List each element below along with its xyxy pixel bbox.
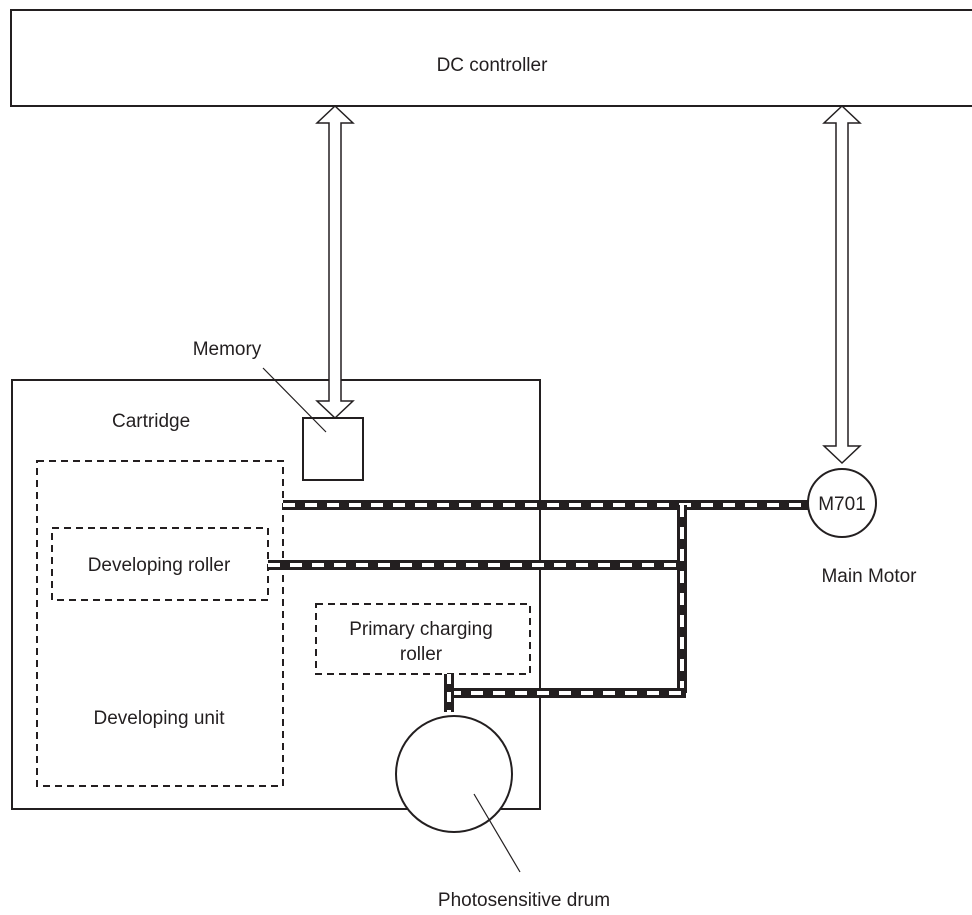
developing-roller-label: Developing roller <box>88 555 231 576</box>
motor-signal-arrow <box>822 104 862 465</box>
memory-leader-line <box>262 367 327 433</box>
photosensitive-drum-label: Photosensitive drum <box>438 890 610 911</box>
memory-signal-arrow <box>315 104 355 420</box>
main-motor-circle <box>807 468 877 538</box>
developing-roller-box <box>51 527 269 601</box>
main-motor-label: Main Motor <box>821 566 917 587</box>
cartridge-box <box>11 379 541 810</box>
primary-charging-roller-label-line1: Primary charging <box>349 619 493 640</box>
memory-chip <box>302 417 364 481</box>
dc-controller-box <box>10 9 972 107</box>
primary-charging-roller-box <box>315 603 531 675</box>
drive-train <box>268 500 808 712</box>
photosensitive-drum-circle <box>395 715 513 833</box>
developing-unit-box <box>36 460 284 787</box>
motor-id-label: M701 <box>818 494 866 515</box>
primary-charging-roller-label-line2: roller <box>400 644 443 665</box>
memory-label: Memory <box>193 339 262 360</box>
dc-controller-label: DC controller <box>437 55 549 76</box>
cartridge-label: Cartridge <box>112 411 190 432</box>
drum-leader-line <box>473 793 521 873</box>
developing-unit-label: Developing unit <box>94 708 226 729</box>
